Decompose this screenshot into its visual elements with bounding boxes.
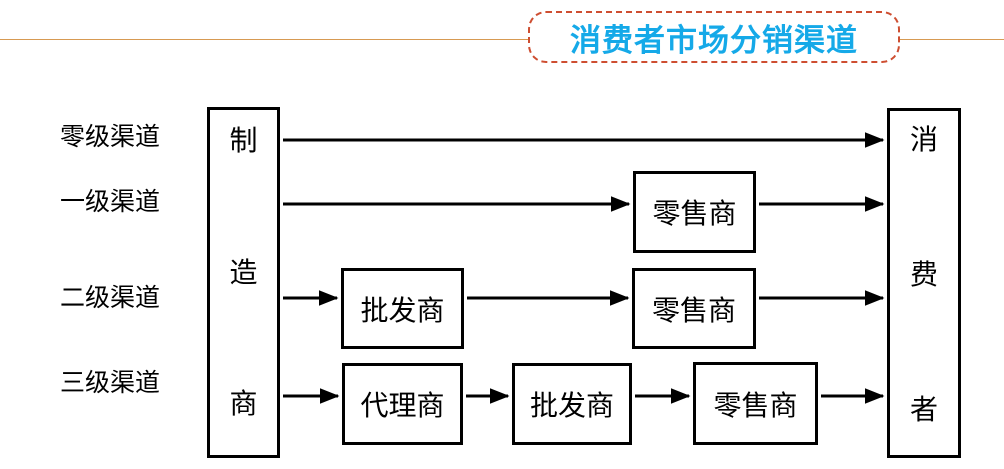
retailer-box-level3: 零售商 (693, 362, 818, 445)
consumer-char-2: 费 (909, 260, 938, 291)
retailer-box-level2: 零售商 (632, 268, 756, 349)
agent-box-level3: 代理商 (342, 363, 463, 445)
header-rule-line (0, 39, 1004, 40)
slide-title-box: 消费者市场分销渠道 (528, 11, 900, 63)
manufacturer-box: 制 造 商 (207, 107, 280, 458)
channel-label-level1: 一级渠道 (59, 189, 160, 216)
consumer-char-1: 消 (909, 125, 938, 156)
manufacturer-char-2: 造 (229, 257, 258, 289)
manufacturer-char-1: 制 (229, 126, 258, 157)
wholesaler-box-level2: 批发商 (341, 268, 464, 349)
channel-label-level3: 三级渠道 (59, 370, 160, 397)
manufacturer-char-3: 商 (229, 389, 258, 420)
channel-label-level2: 二级渠道 (59, 285, 160, 312)
wholesaler-box-level3: 批发商 (512, 363, 632, 445)
retailer-box-level1: 零售商 (633, 171, 756, 253)
consumer-box: 消 费 者 (887, 108, 961, 458)
consumer-char-3: 者 (909, 395, 938, 426)
slide-title: 消费者市场分销渠道 (570, 22, 858, 58)
channel-label-level0: 零级渠道 (59, 124, 160, 151)
